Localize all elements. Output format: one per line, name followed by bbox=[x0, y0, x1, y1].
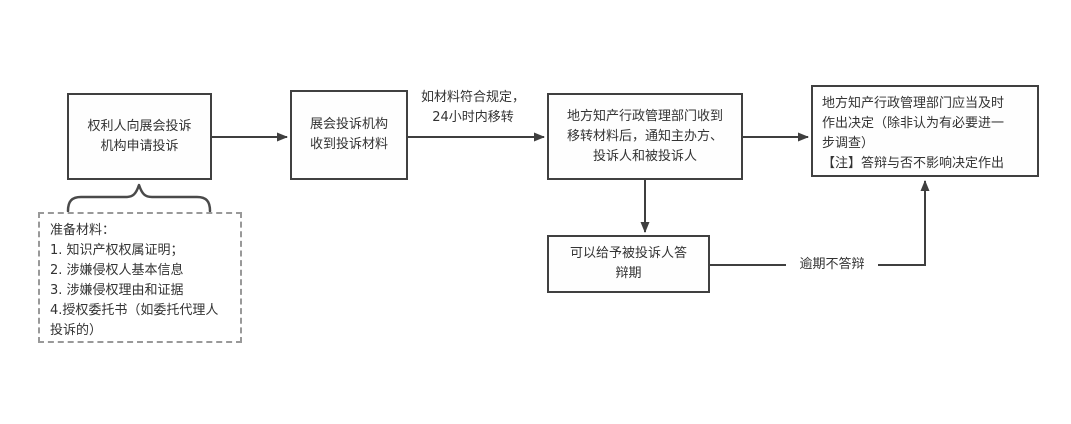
note-box-prepare-materials-text: 准备材料： 1. 知识产权权属证明； 2. 涉嫌侵权人基本信息 3. 涉嫌侵权理… bbox=[50, 223, 219, 338]
flow-box-apply-complaint-text: 权利人向展会投诉 机构申请投诉 bbox=[87, 118, 192, 154]
brace-materials bbox=[66, 183, 212, 213]
arrow-defense-to-decision bbox=[710, 180, 930, 266]
note-box-prepare-materials: 准备材料： 1. 知识产权权属证明； 2. 涉嫌侵权人基本信息 3. 涉嫌侵权理… bbox=[38, 212, 242, 343]
flow-box-notify-parties-text: 地方知产行政管理部门收到 移转材料后，通知主办方、 投诉人和被投诉人 bbox=[566, 108, 723, 164]
flow-box-apply-complaint: 权利人向展会投诉 机构申请投诉 bbox=[67, 93, 212, 180]
flow-box-make-decision: 地方知产行政管理部门应当及时 作出决定（除非认为有必要进一 步调查） 【注】答辩… bbox=[811, 85, 1039, 177]
flow-box-receive-materials: 展会投诉机构 收到投诉材料 bbox=[290, 90, 408, 180]
flow-box-defense-period-text: 可以给予被投诉人答 辩期 bbox=[569, 246, 687, 281]
flow-box-make-decision-text: 地方知产行政管理部门应当及时 作出决定（除非认为有必要进一 步调查） 【注】答辩… bbox=[822, 96, 1005, 171]
edge-label-transfer-condition: 如材料符合规定， 24小时内移转 bbox=[420, 90, 525, 125]
flow-box-defense-period: 可以给予被投诉人答 辩期 bbox=[547, 235, 710, 293]
flow-box-notify-parties: 地方知产行政管理部门收到 移转材料后，通知主办方、 投诉人和被投诉人 bbox=[547, 93, 743, 180]
flow-box-receive-materials-text: 展会投诉机构 收到投诉材料 bbox=[309, 117, 388, 152]
edge-label-overdue-no-defense: 逾期不答辩 bbox=[786, 255, 878, 275]
